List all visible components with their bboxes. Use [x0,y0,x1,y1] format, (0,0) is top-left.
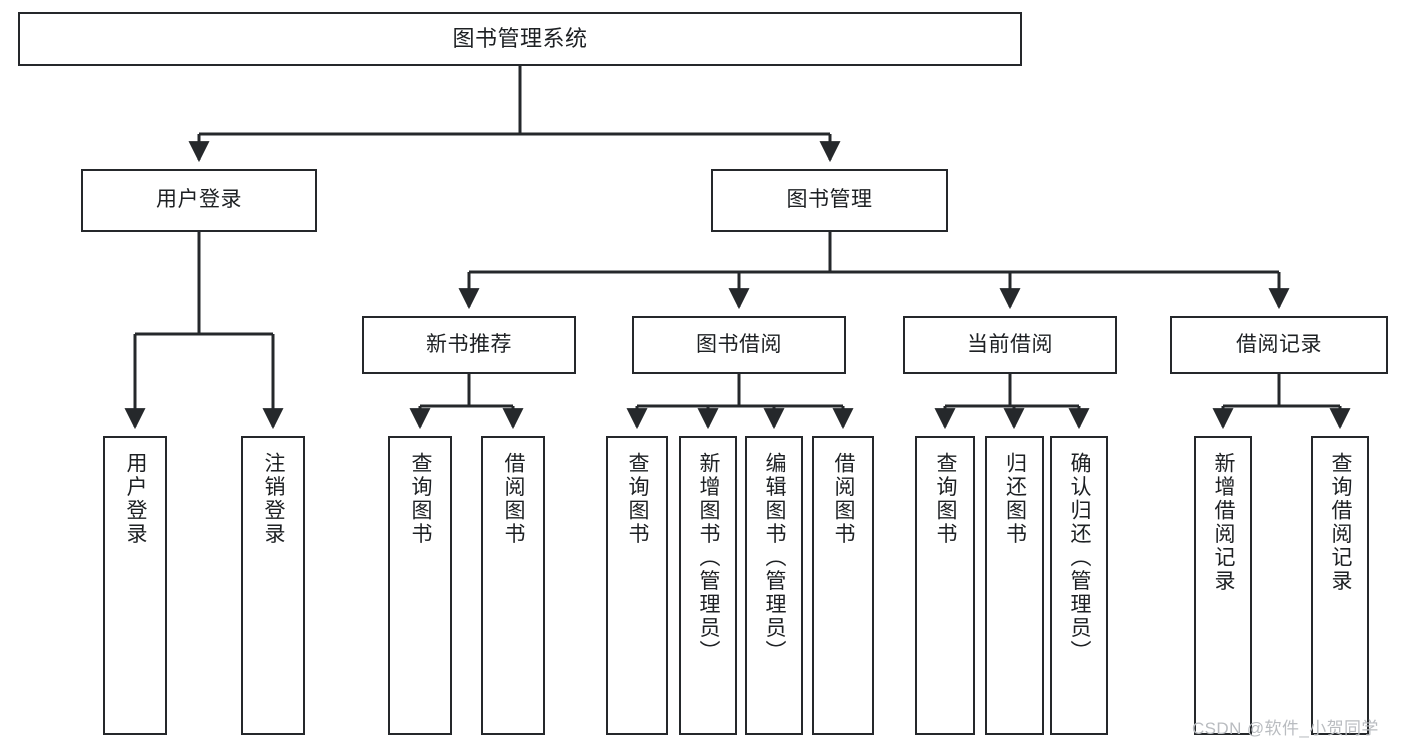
node-label: 图书管理 [786,188,873,212]
node-label: 借阅记录 [1236,332,1322,356]
node-book-borrow[interactable]: 图书借阅 [632,316,846,374]
node-label: 借阅图书 [832,452,856,546]
node-label: 查询图书 [409,452,433,546]
node-label: 注销登录 [262,452,286,546]
node-leaf-add-record[interactable]: 新增借阅记录 [1194,436,1252,735]
node-user-login[interactable]: 用户登录 [81,169,317,232]
node-label: 查询图书 [626,452,650,546]
node-label: 归还图书 [1003,452,1027,546]
node-current-borrow[interactable]: 当前借阅 [903,316,1117,374]
node-leaf-confirm-return[interactable]: 确认归还（管理员） [1050,436,1108,735]
node-borrow-record[interactable]: 借阅记录 [1170,316,1388,374]
node-label: 确认归还（管理员） [1068,452,1092,664]
node-label: 查询图书 [934,452,958,546]
node-new-book-recommend[interactable]: 新书推荐 [362,316,576,374]
node-book-management-system[interactable]: 图书管理系统 [18,12,1022,66]
node-label: 图书借阅 [696,332,782,356]
node-leaf-return-book[interactable]: 归还图书 [985,436,1044,735]
node-label: 编辑图书（管理员） [763,452,787,664]
node-leaf-query-book-3[interactable]: 查询图书 [915,436,975,735]
csdn-watermark: CSDN @软件_小贺同学 [1192,719,1379,738]
node-leaf-query-book-1[interactable]: 查询图书 [388,436,452,735]
node-leaf-query-record[interactable]: 查询借阅记录 [1311,436,1369,735]
node-label: 新增图书（管理员） [697,452,721,664]
node-leaf-query-book-2[interactable]: 查询图书 [606,436,668,735]
node-label: 用户登录 [156,188,242,212]
node-book-management[interactable]: 图书管理 [711,169,948,232]
node-leaf-logout-login[interactable]: 注销登录 [241,436,305,735]
node-label: 新书推荐 [426,332,512,356]
node-leaf-borrow-book-2[interactable]: 借阅图书 [812,436,874,735]
node-leaf-add-book[interactable]: 新增图书（管理员） [679,436,737,735]
node-label: 查询借阅记录 [1329,452,1353,593]
node-label: 当前借阅 [967,332,1053,356]
node-label: 借阅图书 [502,452,526,546]
node-leaf-borrow-book-1[interactable]: 借阅图书 [481,436,545,735]
node-label: 新增借阅记录 [1212,452,1236,593]
node-label: 图书管理系统 [452,26,588,52]
node-label: 用户登录 [124,452,148,546]
node-leaf-user-login[interactable]: 用户登录 [103,436,167,735]
node-leaf-edit-book[interactable]: 编辑图书（管理员） [745,436,803,735]
